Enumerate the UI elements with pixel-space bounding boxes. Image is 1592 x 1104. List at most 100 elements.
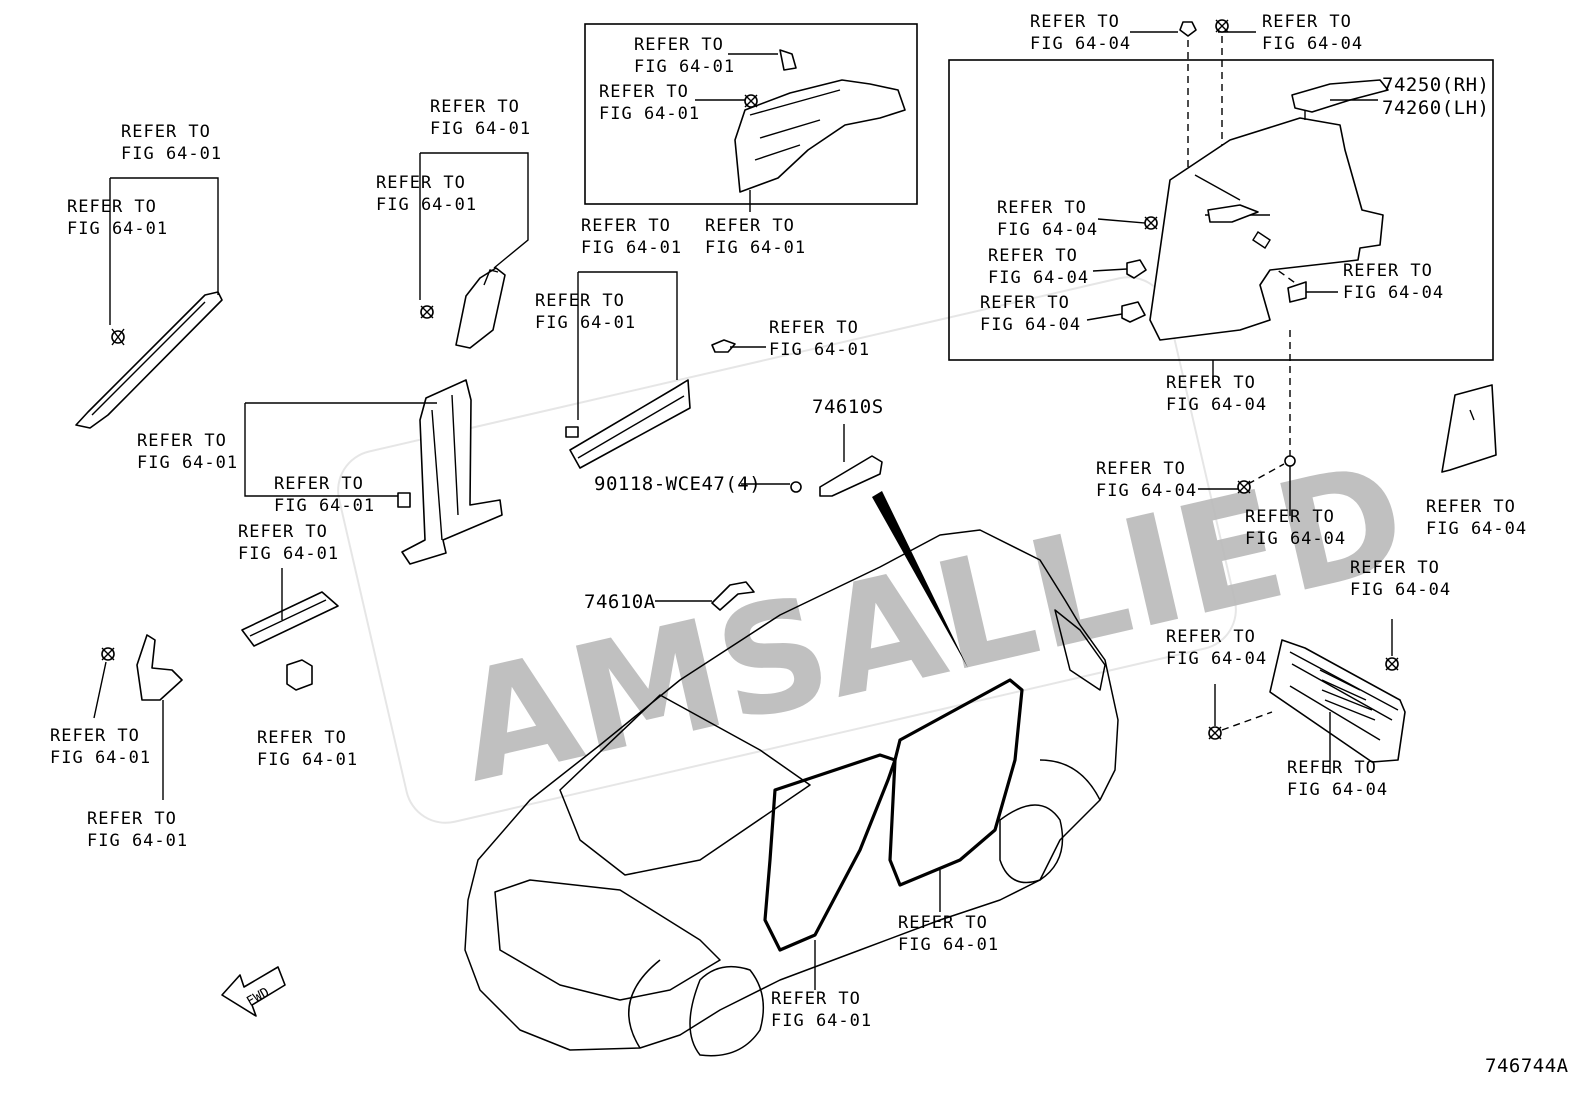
svg-text:FIG 64-01: FIG 64-01 [121, 144, 222, 164]
svg-text:REFER TO: REFER TO [67, 197, 157, 217]
svg-text:FIG 64-01: FIG 64-01 [599, 104, 700, 124]
fwd-arrow: FWD [221, 966, 286, 1017]
svg-text:FIG 64-04: FIG 64-04 [980, 315, 1081, 335]
callout-refer-back-door-plate: REFER TO FIG 64-04 [1287, 758, 1388, 800]
svg-text:FIG 64-04: FIG 64-04 [1245, 529, 1346, 549]
svg-text:FIG 64-01: FIG 64-01 [769, 340, 870, 360]
center-pillar-upper-part [420, 267, 506, 349]
svg-text:REFER TO: REFER TO [980, 293, 1070, 313]
watermark: AMSALLIED [337, 276, 1421, 824]
dashed-guide [1221, 711, 1273, 731]
center-pillar-lower-part [397, 379, 503, 565]
callout-refer-pillar-clip: REFER TO FIG 64-01 [67, 197, 167, 239]
svg-text:FIG 64-01: FIG 64-01 [257, 750, 358, 770]
callout-refer-screw: REFER TO FIG 64-01 [769, 318, 870, 360]
clip-fastener [1130, 19, 1256, 37]
callout-refer-top-clip-left: REFER TO FIG 64-04 [1030, 12, 1131, 54]
dashed-guide [1247, 330, 1291, 485]
svg-text:FIG 64-04: FIG 64-04 [1343, 283, 1444, 303]
svg-text:REFER TO: REFER TO [430, 97, 520, 117]
callout-refer-rear-clip: REFER TO FIG 64-04 [1245, 507, 1346, 549]
svg-text:REFER TO: REFER TO [769, 318, 859, 338]
svg-text:FIG 64-01: FIG 64-01 [376, 195, 477, 215]
svg-text:REFER TO: REFER TO [581, 216, 671, 236]
callout-refer-back-door-clip: REFER TO FIG 64-04 [1350, 558, 1451, 600]
svg-text:REFER TO: REFER TO [238, 522, 328, 542]
svg-text:FIG 64-01: FIG 64-01 [581, 238, 682, 258]
callout-refer-door-seal-front: REFER TO FIG 64-01 [771, 989, 871, 1031]
callout-refer-quarter-clip-3: REFER TO FIG 64-04 [980, 293, 1081, 335]
svg-text:REFER TO: REFER TO [599, 82, 689, 102]
callout-refer-back-door-screw: REFER TO FIG 64-04 [1166, 627, 1266, 669]
svg-text:FIG 64-01: FIG 64-01 [898, 935, 999, 955]
callout-refer-quarter-clip-2: REFER TO FIG 64-04 [988, 246, 1088, 288]
callout-refer-rear-screw: REFER TO FIG 64-04 [1096, 459, 1196, 501]
cowl-side-trim-part [101, 634, 183, 701]
svg-text:FIG 64-01: FIG 64-01 [535, 313, 636, 333]
rear-scuff-plate-part [565, 339, 736, 469]
svg-text:REFER TO: REFER TO [988, 246, 1078, 266]
leader-line [244, 402, 437, 497]
callout-refer-cowl: REFER TO FIG 64-01 [87, 809, 188, 851]
svg-text:REFER TO: REFER TO [1287, 758, 1377, 778]
svg-text:FIG 64-04: FIG 64-04 [1287, 780, 1388, 800]
figure-code: 746744A [1485, 1055, 1569, 1077]
svg-text:FIG 64-04: FIG 64-04 [1350, 580, 1451, 600]
callout-refer-scuff-rear-clip: REFER TO FIG 64-01 [535, 291, 636, 333]
part-number-screw: 90118-WCE47(4) [594, 473, 761, 495]
callout-refer-b-pillar-clip: REFER TO FIG 64-01 [376, 173, 477, 215]
svg-text:REFER TO: REFER TO [705, 216, 795, 236]
svg-text:REFER TO: REFER TO [535, 291, 625, 311]
svg-text:REFER TO: REFER TO [771, 989, 861, 1009]
callout-refer-door-seal-rear: REFER TO FIG 64-01 [898, 913, 999, 955]
svg-text:74260(LH): 74260(LH) [1382, 97, 1489, 119]
svg-text:REFER TO: REFER TO [1245, 507, 1335, 527]
svg-text:REFER TO: REFER TO [997, 198, 1087, 218]
part-number-lh: 74260(LH) [1382, 97, 1489, 119]
assist-grip-rear-part [741, 424, 883, 497]
callout-refer-lower-pillar: REFER TO FIG 64-01 [137, 431, 238, 473]
svg-text:REFER TO: REFER TO [898, 913, 988, 933]
callout-refer-b-pillar: REFER TO FIG 64-01 [430, 97, 531, 139]
quarter-cover-part [1441, 384, 1497, 473]
svg-text:REFER TO: REFER TO [257, 728, 347, 748]
svg-text:REFER TO: REFER TO [1166, 373, 1256, 393]
callout-refer-box-clip-mid: REFER TO FIG 64-01 [599, 82, 700, 124]
svg-text:REFER TO: REFER TO [634, 35, 724, 55]
svg-text:FIG 64-01: FIG 64-01 [137, 453, 238, 473]
svg-text:FIG 64-01: FIG 64-01 [634, 57, 735, 77]
leader-line [109, 177, 219, 325]
callout-refer-box-clip-top: REFER TO FIG 64-01 [634, 35, 735, 77]
svg-text:FIG 64-01: FIG 64-01 [274, 496, 375, 516]
svg-text:FIG 64-01: FIG 64-01 [50, 748, 151, 768]
callout-refer-scuff: REFER TO FIG 64-01 [238, 522, 338, 564]
svg-text:74250(RH): 74250(RH) [1382, 74, 1489, 96]
svg-text:REFER TO: REFER TO [274, 474, 364, 494]
svg-text:FIG 64-04: FIG 64-04 [1426, 519, 1527, 539]
callout-refer-pillar-outer: REFER TO FIG 64-01 [121, 122, 222, 164]
leader-line [419, 152, 529, 300]
front-pillar-garnish-part [75, 291, 223, 429]
watermark-text: AMSALLIED [443, 430, 1421, 816]
svg-text:FIG 64-01: FIG 64-01 [87, 831, 188, 851]
leader-line [1198, 360, 1291, 516]
leader-line [1214, 619, 1393, 774]
svg-text:FIG 64-01: FIG 64-01 [430, 119, 531, 139]
svg-text:REFER TO: REFER TO [121, 122, 211, 142]
leader-line [93, 661, 164, 800]
svg-text:FIG 64-04: FIG 64-04 [1262, 34, 1363, 54]
callout-refer-box-trim: REFER TO FIG 64-01 [705, 216, 806, 258]
svg-text:FIG 64-01: FIG 64-01 [705, 238, 806, 258]
svg-text:REFER TO: REFER TO [50, 726, 140, 746]
svg-text:FIG 64-04: FIG 64-04 [1166, 395, 1267, 415]
svg-text:REFER TO: REFER TO [1096, 459, 1186, 479]
callout-refer-scuff-rear: REFER TO FIG 64-01 [581, 216, 682, 258]
svg-text:FIG 64-04: FIG 64-04 [1030, 34, 1131, 54]
svg-text:REFER TO: REFER TO [137, 431, 227, 451]
rear-fasteners [1237, 455, 1296, 494]
svg-text:REFER TO: REFER TO [1262, 12, 1352, 32]
leader-line [577, 271, 766, 420]
part-number-74610a: 74610A [584, 591, 656, 613]
